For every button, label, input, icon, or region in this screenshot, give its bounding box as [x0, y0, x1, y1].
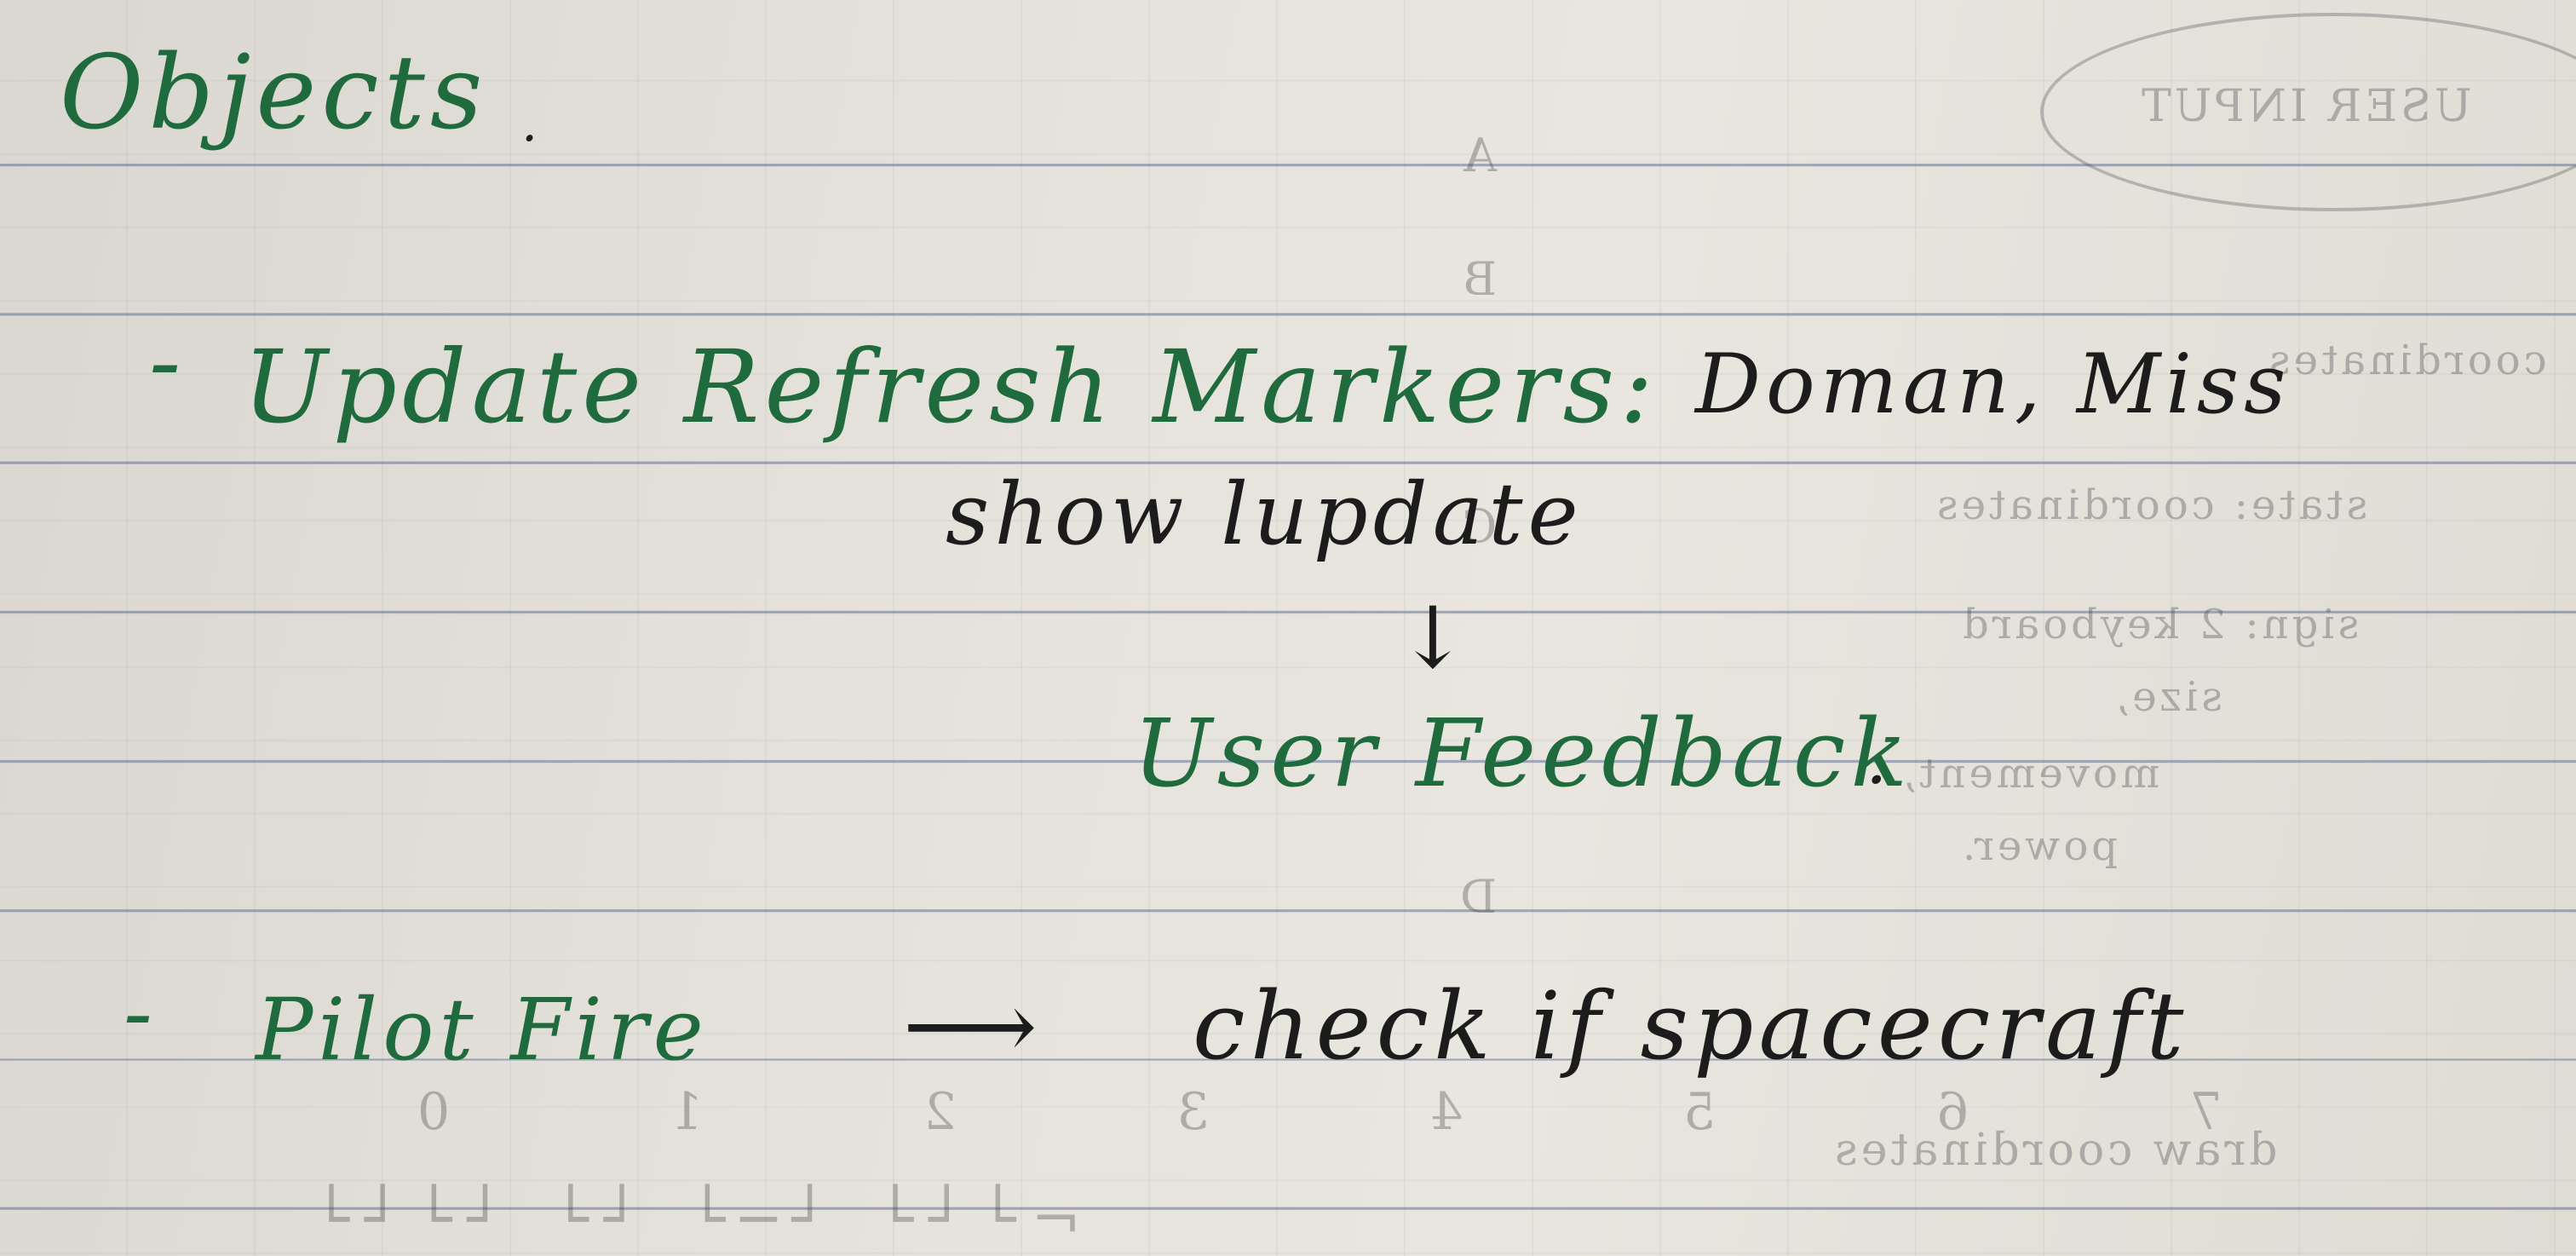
- bleed-through-digits: 7 6 5 4 3 2 1 0: [315, 1082, 2222, 1142]
- bleed-through-row: movement,: [1900, 750, 2160, 798]
- bleed-through-oval-text: USER INPUT: [2138, 81, 2472, 132]
- bleed-through-row: coordinates: [2266, 337, 2547, 384]
- bullet-dash: -: [149, 307, 187, 416]
- bleed-through-bars: ⌐┘└┘ └─┘ └┘ └┘└┘: [298, 1184, 1082, 1254]
- note-line-user-feedback: User Feedback: [1133, 699, 1912, 808]
- bleed-through-row: sign: 2 keyboard: [1959, 601, 2360, 648]
- note-heading: Objects: [60, 34, 488, 153]
- note-line-pilot-fire: Pilot Fire: [256, 980, 709, 1080]
- note-heading-dot: .: [521, 94, 543, 153]
- bleed-through-oval: [2040, 13, 2576, 211]
- arrow-down-icon: ↓: [1397, 588, 1474, 688]
- bleed-through-row: state: coordinates: [1934, 481, 2368, 529]
- note-line-domain-miss: Doman, Miss: [1695, 337, 2291, 432]
- note-line-user-feedback-dot: .: [1866, 720, 1893, 799]
- bleed-through-row: size,: [2113, 673, 2222, 721]
- note-line-update-refresh: Update Refresh Markers:: [243, 328, 1659, 446]
- bullet-dash: -: [124, 963, 158, 1063]
- bleed-through-row: power.: [1959, 822, 2119, 870]
- note-line-show-update: show lupdate: [946, 464, 1584, 564]
- arrow-right-icon: ⟶: [903, 971, 1043, 1080]
- note-line-check-spacecraft: check if spacecraft: [1193, 971, 2189, 1080]
